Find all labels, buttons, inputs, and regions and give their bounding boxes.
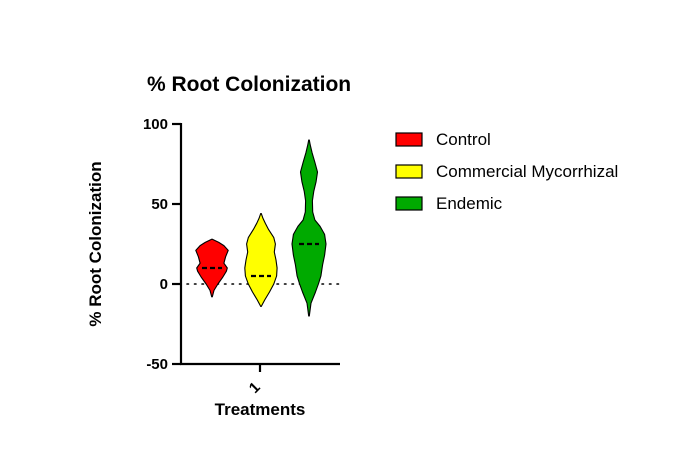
- x-tick-label: 1: [246, 379, 264, 397]
- x-axis-ticks: 1: [246, 364, 264, 397]
- y-axis-label: % Root Colonization: [86, 161, 105, 326]
- legend-label: Commercial Mycorrhizal: [436, 162, 618, 181]
- x-axis-label: Treatments: [215, 400, 306, 419]
- legend-swatch: [395, 196, 423, 211]
- y-tick-label: 50: [151, 196, 168, 213]
- legend-swatch: [395, 164, 423, 179]
- violin-endemic: [291, 139, 327, 317]
- legend-swatch: [395, 132, 423, 147]
- y-tick-label: 0: [160, 276, 168, 293]
- y-tick-label: 100: [143, 116, 168, 133]
- violin-commercial-mycorrhizal: [244, 213, 278, 307]
- legend-label: Control: [436, 130, 491, 149]
- y-tick-label: -50: [146, 356, 168, 373]
- y-axis-ticks: -50 0 50 100: [143, 116, 181, 373]
- legend-label: Endemic: [436, 194, 503, 213]
- violin-group: [195, 139, 327, 317]
- chart-title: % Root Colonization: [147, 73, 351, 96]
